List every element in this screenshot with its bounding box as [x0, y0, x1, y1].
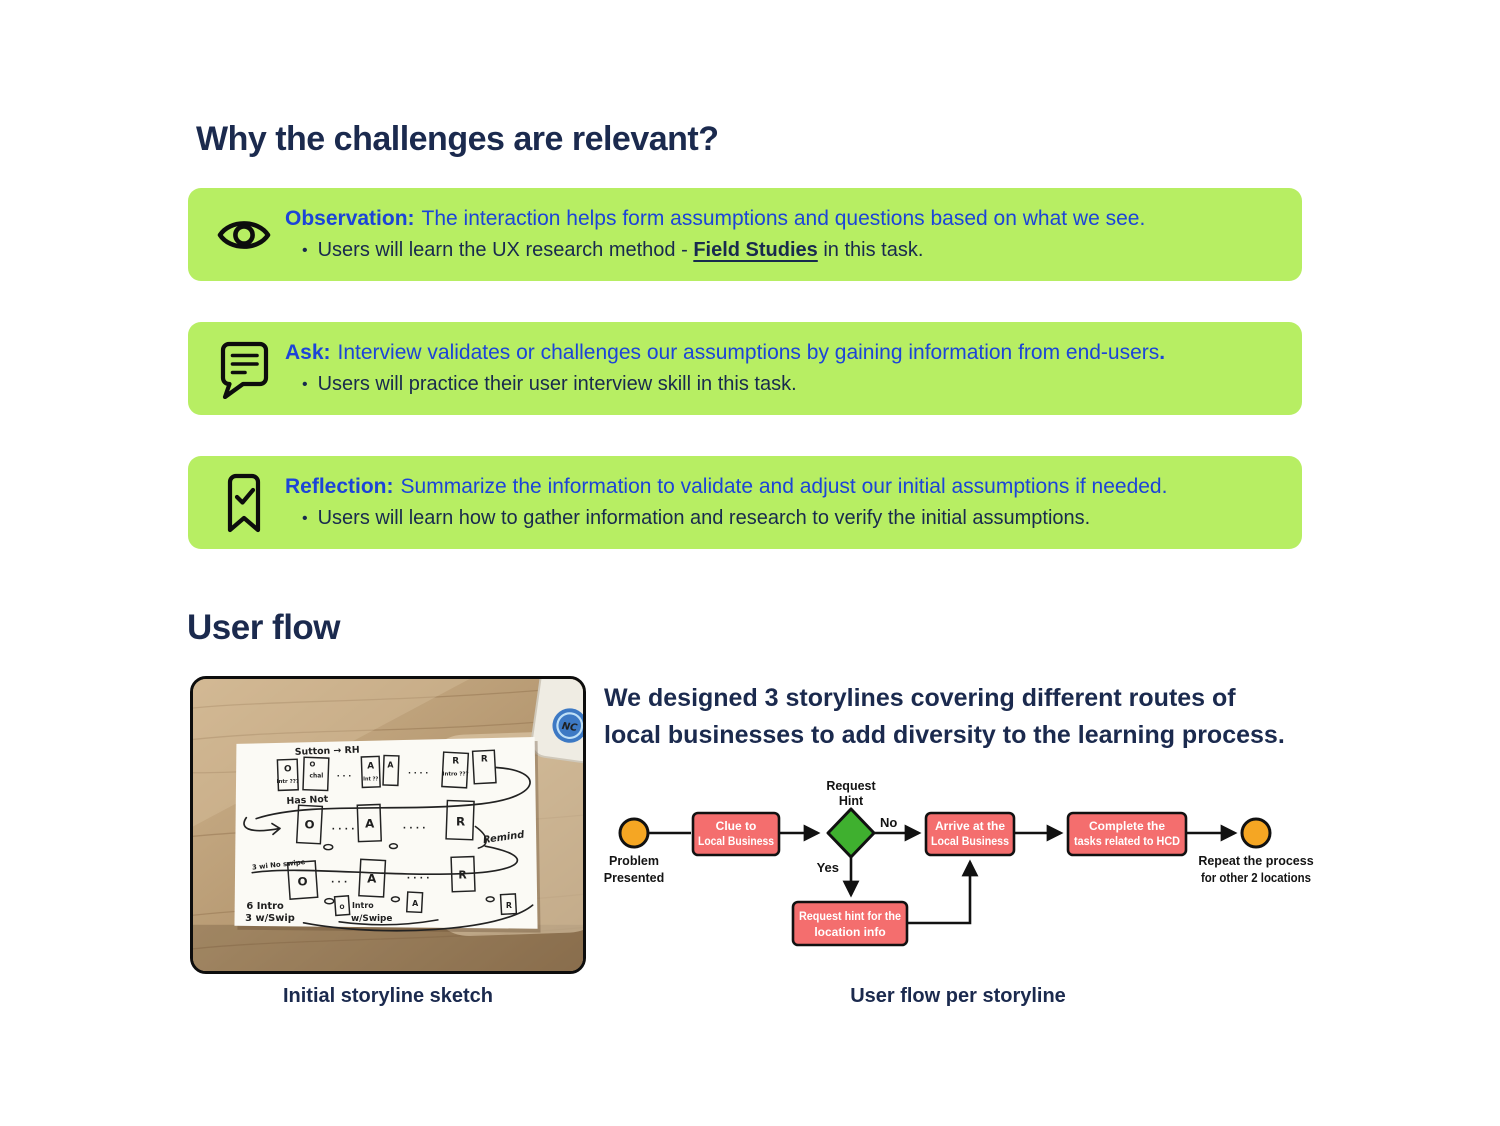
svg-text:Local Business: Local Business [931, 834, 1009, 848]
svg-text:A: A [367, 872, 377, 886]
svg-text:R: R [452, 757, 459, 767]
yes-branch-label: Yes [817, 860, 839, 875]
svg-text:6 Intro: 6 Intro [246, 901, 284, 912]
svg-text:location info: location info [814, 925, 885, 939]
bullet-dot: • [302, 242, 308, 259]
svg-text:R: R [456, 815, 465, 829]
clue-box: Clue to Local Business [691, 811, 781, 857]
svg-text:Clue to: Clue to [716, 819, 757, 833]
svg-text:R: R [506, 901, 512, 910]
svg-text:. . . .: . . . . [408, 766, 428, 775]
svg-text:Int ??: Int ?? [363, 776, 378, 782]
bullet-text: Users will learn how to gather informati… [317, 507, 1091, 529]
svg-text:Request: Request [826, 779, 876, 793]
callout-bullet-line: • Users will practice their user intervie… [285, 373, 1165, 396]
callout-observation: Observation: The interaction helps form a… [188, 188, 1302, 281]
sketch-caption: Initial storyline sketch [282, 985, 494, 1007]
svg-text:A: A [367, 761, 374, 771]
svg-text:chal: chal [310, 773, 324, 779]
end-label: Repeat the process [1198, 854, 1313, 868]
flow-connectors [648, 824, 1238, 925]
complete-tasks-box: Complete the tasks related to HCD [1066, 811, 1188, 857]
svg-text:R: R [481, 755, 488, 765]
bullet-dot: • [302, 376, 308, 393]
svg-text:. . . .: . . . . [332, 822, 355, 832]
callout-lead-line: Reflection: Summarize the information to … [285, 475, 1167, 499]
svg-text:w/Swipe: w/Swipe [351, 914, 392, 924]
svg-text:Arrive at the: Arrive at the [935, 819, 1005, 833]
sketch-photo: NC [190, 676, 586, 974]
svg-text:R: R [458, 869, 467, 882]
page-title: Why the challenges are relevant? [196, 120, 719, 158]
svg-text:. . .: . . . [331, 876, 347, 886]
svg-text:Intr ???: Intr ??? [277, 779, 299, 785]
request-hint-box: Request hint for the location info [791, 900, 909, 947]
end-label: for other 2 locations [1201, 871, 1311, 885]
svg-text:Hint: Hint [839, 794, 864, 808]
userflow-diagram: Problem Presented Clue to Local Business… [603, 768, 1318, 963]
svg-text:Intro: Intro [352, 901, 374, 910]
bullet-dot: • [302, 510, 308, 527]
start-node [618, 817, 650, 849]
bookmark-check-icon [215, 472, 273, 534]
paper [234, 737, 538, 929]
start-label: Problem [609, 854, 659, 868]
eye-icon [215, 211, 273, 259]
sketch-photo-art: NC [193, 679, 583, 971]
callout-lead-line: Observation: The interaction helps form a… [285, 207, 1145, 231]
flow-caption: User flow per storyline [850, 985, 1066, 1007]
sketch-labels: Sutton → RH O Intr ??? O chal . . . A In… [245, 745, 526, 924]
intro-line-1: We designed 3 storylines covering differ… [604, 684, 1236, 712]
svg-text:Sutton → RH: Sutton → RH [295, 745, 360, 758]
svg-text:Complete the: Complete the [1089, 819, 1165, 833]
svg-text:. . . .: . . . . [403, 821, 426, 831]
callout-lead: Interview validates or challenges our as… [337, 341, 1160, 364]
svg-text:Has Not: Has Not [286, 794, 329, 807]
intro-line-2: local businesses to add diversity to the… [604, 721, 1285, 749]
bullet-bold-text: Field Studies [693, 239, 818, 261]
bullet-text-suffix: in this task. [817, 239, 924, 261]
callout-lead-bold: . [1159, 341, 1166, 364]
callout-ask: Ask: Interview validates or challenges ou… [188, 322, 1302, 415]
start-label: Presented [604, 871, 664, 885]
callout-label: Observation: [285, 207, 415, 230]
bullet-text: Users will learn the UX research method … [317, 239, 694, 261]
callout-label: Ask: [285, 341, 331, 364]
callout-lead-line: Ask: Interview validates or challenges ou… [285, 341, 1165, 365]
chat-icon [215, 339, 273, 399]
svg-text:. . .: . . . [337, 769, 351, 778]
userflow-title: User flow [187, 608, 341, 647]
svg-text:O: O [310, 761, 316, 769]
end-node [1240, 817, 1272, 849]
arrive-box: Arrive at the Local Business [924, 811, 1016, 857]
svg-text:3 w/Swip: 3 w/Swip [245, 913, 295, 924]
svg-text:A: A [412, 899, 419, 908]
callout-reflection: Reflection: Summarize the information to … [188, 456, 1302, 549]
userflow-intro: We designed 3 storylines covering differ… [604, 680, 1324, 754]
callout-lead: Summarize the information to validate an… [400, 475, 1168, 498]
svg-text:O: O [298, 874, 308, 888]
svg-text:O: O [284, 764, 292, 774]
svg-text:. . . .: . . . . [407, 872, 430, 882]
svg-text:NC: NC [561, 721, 579, 734]
sketch-drawing [243, 749, 534, 932]
svg-text:Local Business: Local Business [698, 834, 774, 848]
svg-text:A: A [365, 816, 375, 830]
device-corner: NC [530, 679, 583, 764]
callout-lead: The interaction helps form assumptions a… [421, 207, 1146, 230]
svg-text:O: O [304, 817, 314, 831]
svg-text:Intro ???: Intro ??? [443, 771, 469, 777]
svg-text:Request hint for the: Request hint for the [799, 909, 901, 923]
no-branch-label: No [880, 815, 897, 830]
callout-bullet-line: • Users will learn the UX research method… [285, 239, 1145, 262]
svg-text:tasks related to HCD: tasks related to HCD [1074, 834, 1180, 848]
callout-label: Reflection: [285, 475, 394, 498]
bullet-text: Users will practice their user interview… [317, 373, 797, 395]
decision-diamond: Request Hint [826, 779, 876, 859]
svg-text:O: O [340, 905, 345, 911]
svg-text:A: A [387, 760, 394, 769]
callout-bullet-line: • Users will learn how to gather informat… [285, 507, 1167, 530]
